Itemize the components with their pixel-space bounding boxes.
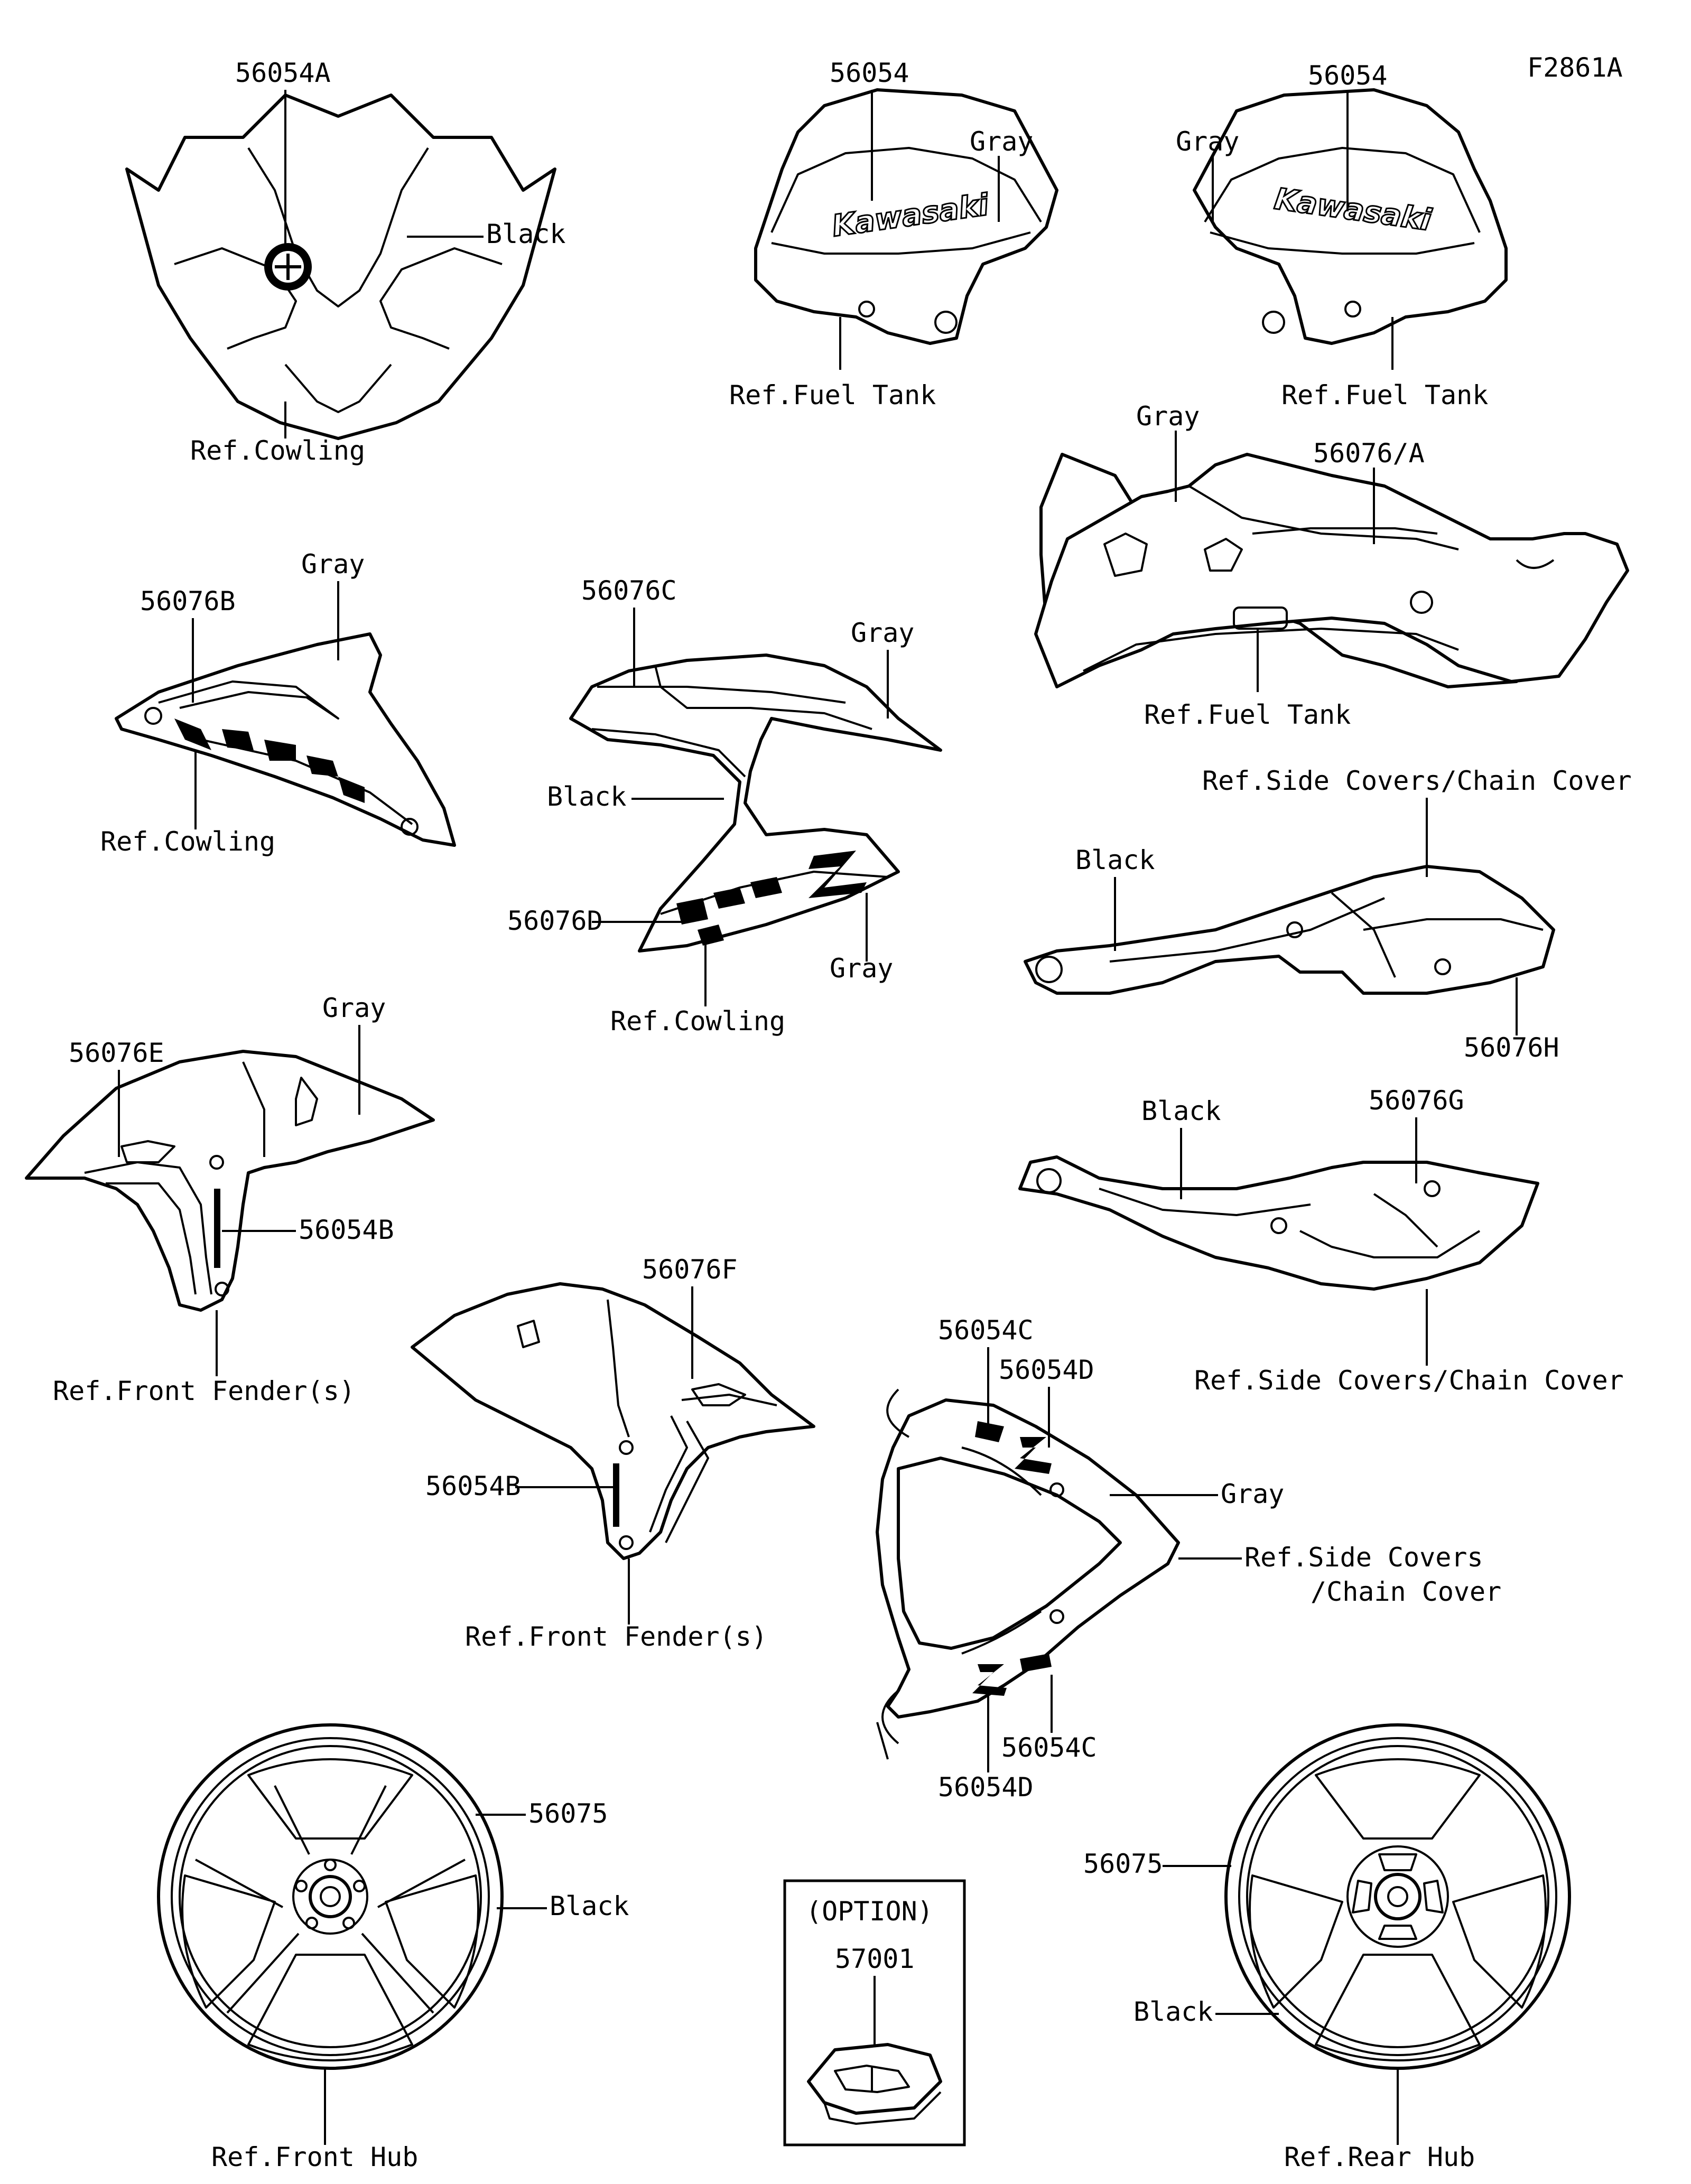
label-56076C: 56076C [581, 575, 677, 606]
fuel-tank-right-part[interactable]: Kawasaki [1193, 88, 1508, 345]
tank-side-cover-part[interactable] [1034, 453, 1629, 688]
ref-side-covers-label-line2: /Chain Cover [1311, 1576, 1501, 1607]
color-label-gray: Gray [301, 549, 365, 580]
label-56075: 56075 [528, 1798, 608, 1829]
rear-wheel-part[interactable] [1224, 1723, 1571, 2070]
ref-front-hub-label: Ref.Front Hub [211, 2142, 418, 2172]
label-56076A: 56076/A [1313, 438, 1425, 469]
color-label-black: Black [550, 1891, 629, 1921]
color-label-gray: Gray [322, 993, 386, 1023]
ref-fuel-tank-label: Ref.Fuel Tank [1281, 380, 1488, 410]
ref-fuel-tank-label: Ref.Fuel Tank [729, 380, 936, 410]
front-cowling-part[interactable] [125, 94, 556, 440]
label-56054: 56054 [1308, 60, 1388, 91]
color-label-black: Black [547, 781, 627, 812]
front-fender-right-part[interactable] [411, 1282, 815, 1560]
color-label-black: Black [486, 219, 566, 249]
color-label-gray: Gray [1221, 1479, 1284, 1509]
figure-code: F2861A [1527, 52, 1623, 83]
label-56054D: 56054D [938, 1772, 1034, 1803]
label-56076D: 56076D [507, 906, 603, 936]
ref-fuel-tank-label: Ref.Fuel Tank [1144, 699, 1351, 730]
label-56075: 56075 [1083, 1849, 1163, 1879]
option-box: (OPTION) 57001 [783, 1879, 966, 2146]
label-56054D: 56054D [999, 1355, 1094, 1385]
color-label-black: Black [1075, 845, 1155, 875]
label-56054B: 56054B [425, 1471, 521, 1501]
clip-part[interactable] [807, 2043, 942, 2125]
label-56076E: 56076E [69, 1038, 164, 1068]
ref-front-fender-label: Ref.Front Fender(s) [465, 1621, 767, 1652]
color-label-gray: Gray [851, 618, 914, 648]
color-label-gray: Gray [970, 126, 1033, 157]
ref-cowling-label: Ref.Cowling [610, 1006, 785, 1037]
color-label-gray: Gray [1136, 401, 1200, 432]
rear-seat-cowl-part[interactable] [876, 1388, 1180, 1760]
label-56076F: 56076F [642, 1254, 738, 1285]
label-57001: 57001 [835, 1944, 915, 1974]
color-label-black: Black [1141, 1096, 1221, 1126]
fuel-tank-left-part[interactable]: Kawasaki [754, 88, 1058, 345]
label-56076B: 56076B [140, 586, 236, 617]
color-label-black: Black [1133, 1996, 1213, 2027]
label-56054B: 56054B [299, 1215, 394, 1245]
ref-rear-hub-label: Ref.Rear Hub [1284, 2142, 1475, 2172]
label-56076H: 56076H [1464, 1032, 1559, 1063]
label-56054A: 56054A [235, 58, 331, 88]
option-label: (OPTION) [806, 1896, 933, 1927]
right-shroud-part[interactable] [569, 654, 942, 953]
label-56054: 56054 [830, 58, 909, 88]
label-56054C: 56054C [1001, 1732, 1097, 1763]
front-wheel-part[interactable] [157, 1723, 504, 2070]
color-label-gray: Gray [1176, 126, 1239, 157]
color-label-gray: Gray [830, 953, 893, 984]
left-shroud-part[interactable] [115, 632, 456, 847]
side-cover-lower-part[interactable] [1018, 1155, 1539, 1291]
label-56076G: 56076G [1369, 1085, 1464, 1116]
label-56054C: 56054C [938, 1315, 1034, 1346]
ref-front-fender-label: Ref.Front Fender(s) [53, 1376, 355, 1406]
ref-cowling-label: Ref.Cowling [100, 826, 275, 857]
ref-cowling-label: Ref.Cowling [190, 435, 365, 466]
front-fender-left-part[interactable] [25, 1050, 435, 1312]
ref-side-covers-label: Ref.Side Covers/Chain Cover [1194, 1365, 1624, 1396]
ref-side-covers-label: Ref.Side Covers [1244, 1542, 1483, 1573]
side-cover-upper-part[interactable] [1024, 865, 1555, 995]
ref-side-covers-label: Ref.Side Covers/Chain Cover [1202, 766, 1632, 796]
